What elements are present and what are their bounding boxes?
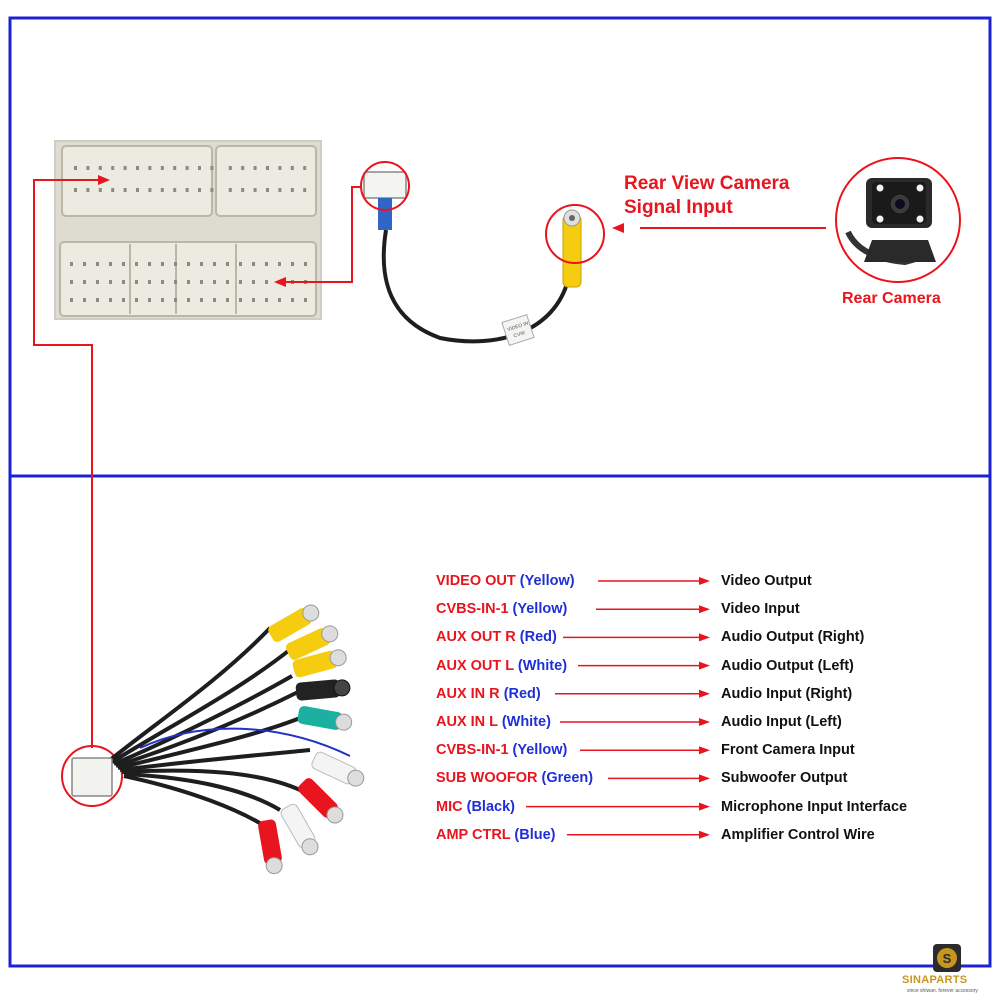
wire-description: Microphone Input Interface <box>721 798 908 815</box>
rear-camera-label: Rear Camera <box>842 290 941 307</box>
wire-arrow-head <box>699 830 710 839</box>
wire-arrow-head <box>699 605 710 614</box>
wire-name: AUX OUT L <box>436 657 514 674</box>
wire-row: AUX OUT R (Red) <box>436 627 557 647</box>
wire-arrow-head <box>699 802 710 811</box>
wire-name: AUX IN R <box>436 685 500 702</box>
head-unit-connector <box>54 140 322 320</box>
wire-row: AMP CTRL (Blue) <box>436 825 556 845</box>
wire-name: CVBS-IN-1 <box>436 742 509 759</box>
cable-tag-line-2: CVW <box>513 330 526 339</box>
wire-color: (Black) <box>466 798 515 815</box>
wire-arrow-head <box>699 774 710 783</box>
wire-row: MIC (Black) <box>436 797 515 817</box>
rear-camera-image <box>835 157 961 283</box>
wire-row: CVBS-IN-1 (Yellow) <box>436 599 567 619</box>
sinaparts-logo: SINAPARTS since shiwan. forever accessor… <box>902 942 994 996</box>
wire-row: AUX OUT L (White) <box>436 656 567 676</box>
wire-row: AUX IN L (White) <box>436 712 551 732</box>
routing-lines <box>33 175 826 748</box>
wire-name: AUX OUT R <box>436 629 516 646</box>
wire-name: SUB WOOFOR <box>436 770 538 787</box>
wire-arrow-head <box>699 746 710 755</box>
small-plug-highlight <box>360 161 410 211</box>
bottom-panel-frame <box>8 474 992 968</box>
wire-color: (White) <box>517 657 568 674</box>
wire-arrow-head <box>699 718 710 726</box>
wire-arrows <box>526 577 710 839</box>
wire-color: (White) <box>501 714 551 730</box>
wire-arrow-head <box>699 661 710 670</box>
wire-arrow-head <box>699 689 710 698</box>
wire-row: AUX IN R (Red) <box>436 684 541 704</box>
wire-name: MIC <box>436 798 463 815</box>
wire-row: VIDEO OUT (Yellow) <box>436 571 575 591</box>
wire-row: CVBS-IN-1 (Yellow) <box>436 740 567 760</box>
rca-harness-image <box>71 604 365 875</box>
wire-color: (Yellow) <box>512 742 568 759</box>
wire-name: AMP CTRL <box>436 826 511 843</box>
wire-color: (Blue) <box>514 826 556 843</box>
s-coin-icon: S <box>933 944 961 972</box>
camera-harness-cable: VIDEO IN CVW <box>363 171 582 347</box>
wire-name: VIDEO OUT <box>436 573 516 589</box>
rca-plug-highlight <box>545 204 605 264</box>
wire-description: Audio Input (Left) <box>721 714 842 730</box>
wire-name: CVBS-IN-1 <box>436 601 509 618</box>
logo-name: SINAPARTS <box>902 974 968 986</box>
wire-description: Subwoofer Output <box>721 770 848 787</box>
wire-color: (Yellow) <box>512 601 568 618</box>
wire-description: Audio Input (Right) <box>721 685 853 702</box>
wire-color: (Yellow) <box>519 573 575 589</box>
harness-plug-highlight <box>61 745 123 807</box>
wire-description: Video Output <box>721 573 812 589</box>
wire-color: (Red) <box>503 685 541 702</box>
wire-description: Audio Output (Right) <box>721 629 865 646</box>
svg-text:S: S <box>943 951 952 966</box>
wire-row: SUB WOOFOR (Green) <box>436 768 593 788</box>
wire-arrow-head <box>699 633 710 642</box>
wire-arrow-head <box>699 577 710 585</box>
wire-description: Front Camera Input <box>721 742 855 759</box>
rear-view-title-line-2: Signal Input <box>624 197 733 218</box>
wire-description: Video Input <box>721 601 800 618</box>
wire-description: Audio Output (Left) <box>721 657 854 674</box>
rear-view-title-line-1: Rear View Camera <box>624 173 790 194</box>
wire-description: Amplifier Control Wire <box>721 826 875 843</box>
wire-color: (Red) <box>519 629 557 646</box>
logo-tagline: since shiwan. forever accessory <box>907 988 978 994</box>
wire-name: AUX IN L <box>436 714 498 730</box>
wire-color: (Green) <box>541 770 594 787</box>
